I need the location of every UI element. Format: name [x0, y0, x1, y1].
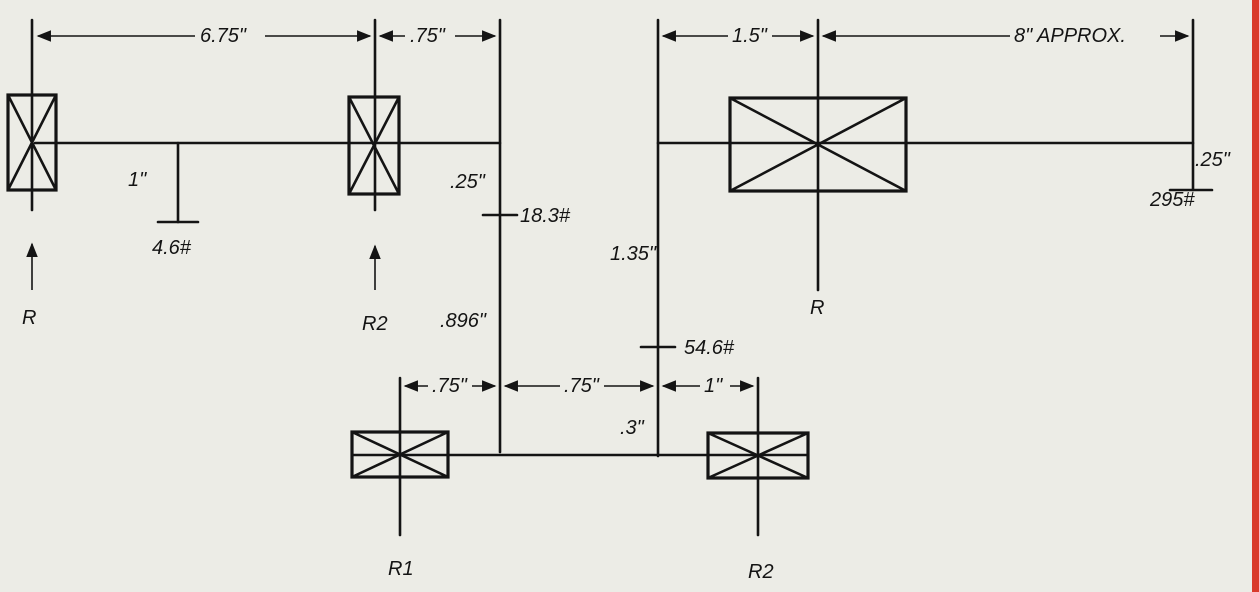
- dim-label-d7: 1": [704, 375, 723, 397]
- dim-label-d6: .75": [564, 375, 600, 397]
- dim-label-d3: 1.5": [732, 25, 768, 47]
- reaction-label-r2-bottom: R2: [748, 561, 774, 583]
- r1-bearing: [350, 430, 450, 479]
- load-label-w1: 4.6#: [152, 237, 192, 259]
- reaction-label-left: R: [22, 307, 36, 329]
- load-label-w2: 18.3#: [520, 205, 571, 227]
- dim-label-d5: .75": [432, 375, 468, 397]
- load-label-w3: 54.6#: [684, 337, 735, 359]
- length-label-l3: .896": [440, 310, 487, 332]
- left-bearing: [6, 93, 58, 192]
- right-bearing: [728, 96, 908, 193]
- dim-label-d4: 8" APPROX.: [1014, 25, 1126, 47]
- r2-bottom-bearing: [706, 431, 810, 480]
- dim-label-d1: 6.75": [200, 25, 247, 47]
- load-label-w4: 295#: [1149, 189, 1195, 211]
- length-label-l6: .25": [1195, 149, 1231, 171]
- reaction-label-r1: R1: [388, 558, 414, 580]
- reaction-label-r2-top: R2: [362, 313, 388, 335]
- reaction-label-right: R: [810, 297, 824, 319]
- r2-bearing: [347, 95, 401, 196]
- length-label-l1: 1": [128, 169, 147, 191]
- length-label-l5: .3": [620, 417, 645, 439]
- page-edge: [1252, 0, 1259, 592]
- length-label-l2: .25": [450, 171, 486, 193]
- dim-label-d2: .75": [410, 25, 446, 47]
- length-label-l4: 1.35": [610, 243, 657, 265]
